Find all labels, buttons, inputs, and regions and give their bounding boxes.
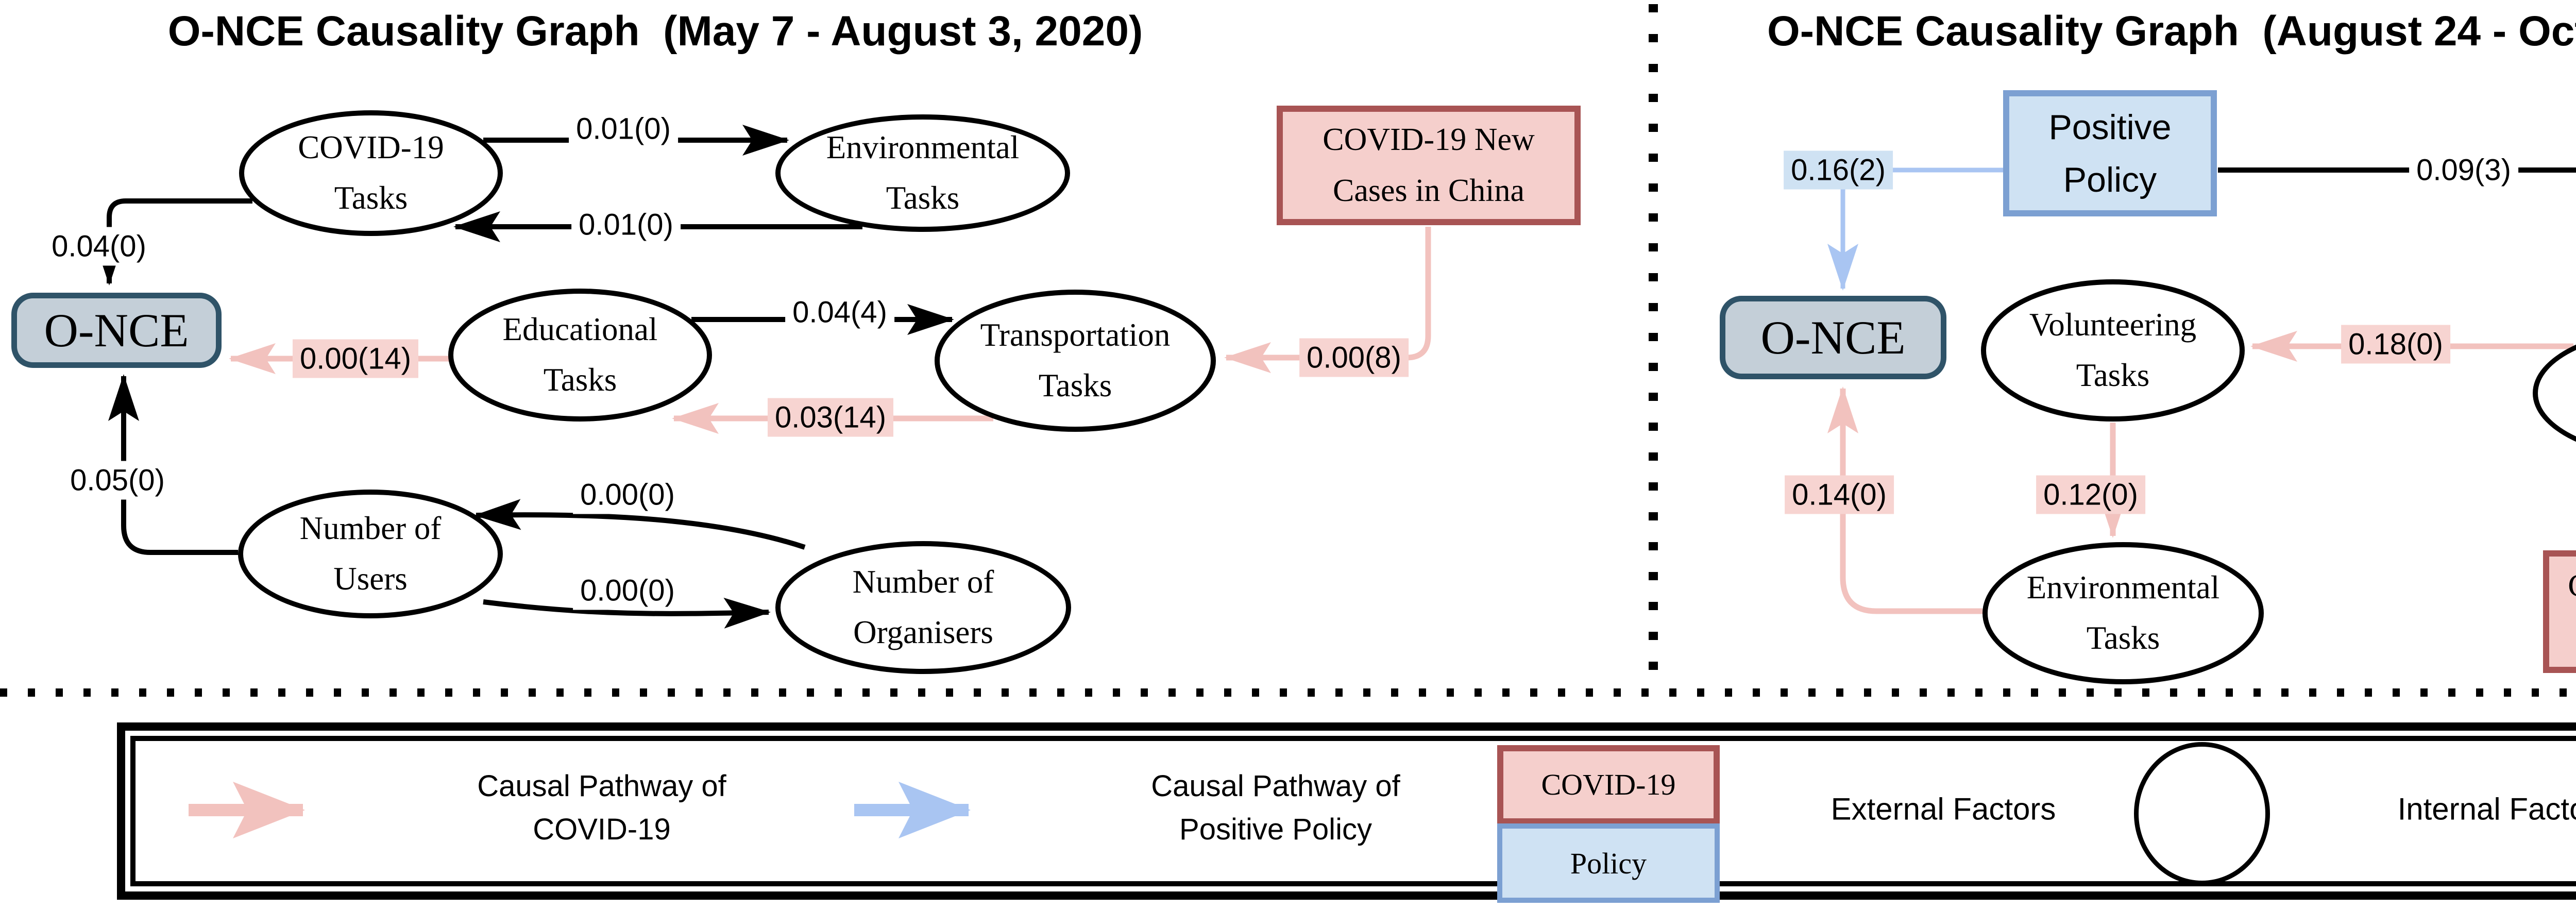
left-graph-title: O-NCE Causality Graph (May 7 - August 3,…: [167, 8, 1143, 55]
edge-organisers-to-users: [474, 499, 806, 550]
node-educational-tasks-line1: Educational: [502, 311, 658, 348]
node-covid-tasks-line1: COVID-19: [298, 129, 444, 166]
horizontal-dotted-divider: [0, 688, 2576, 697]
node-volunteering-tasks-line2: Tasks: [2076, 357, 2150, 393]
legend-covid-pathway-line1: Causal Pathway of: [477, 769, 726, 803]
legend-internal-factors-label: Internal Factors: [2397, 792, 2576, 827]
node-positive-policy: Positive Policy: [2003, 90, 2217, 216]
edge-label-policy-to-users: 0.09(3): [2409, 150, 2518, 190]
node-env-tasks-right-line1: Environmental: [2026, 569, 2220, 606]
legend-covid-box: COVID-19: [1497, 745, 1720, 824]
node-once-right-label: O-NCE: [1760, 311, 1906, 364]
node-new-cases-left-line2: Cases in China: [1333, 173, 1524, 208]
node-educational-tasks-line2: Tasks: [543, 362, 617, 398]
edge-positive-policy-to-users: [2218, 167, 2576, 173]
legend-policy-pathway-line1: Causal Pathway of: [1151, 769, 1400, 803]
node-transportation-tasks: Transportation Tasks: [935, 290, 1216, 432]
edge-label-edu-to-once: 0.00(14): [292, 339, 419, 378]
node-once-left: O-NCE: [11, 293, 222, 368]
node-educational-tasks: Educational Tasks: [448, 289, 712, 422]
edge-label-cases-to-trans: 0.00(8): [1299, 338, 1409, 377]
node-number-of-organisers: Number of Organisers: [775, 541, 1071, 674]
node-volunteering-tasks: Volunteering Tasks: [1981, 279, 2245, 422]
node-positive-policy-line1: Positive: [2048, 107, 2172, 147]
node-organisers-line2: Organisers: [853, 614, 993, 650]
legend-box: [117, 722, 2576, 900]
edge-label-env-to-once: 0.14(0): [1785, 475, 1894, 514]
node-once-left-label: O-NCE: [44, 304, 189, 357]
node-covid-new-cases-left: COVID-19 New Cases in China: [1277, 106, 1581, 225]
edge-label-policy-to-once: 0.16(2): [1784, 150, 1893, 190]
edge-label-organisers-to-users: 0.00(0): [573, 475, 682, 514]
node-environmental-tasks-right: Environmental Tasks: [1982, 542, 2264, 684]
edge-label-users-to-volunteering: 0.18(0): [2341, 325, 2450, 364]
node-env-tasks-left-line1: Environmental: [826, 129, 1020, 166]
node-positive-policy-line2: Policy: [2063, 160, 2157, 199]
legend-covid-pathway-label: Causal Pathway of COVID-19: [477, 765, 726, 851]
node-covid-tasks-line2: Tasks: [334, 180, 408, 216]
node-once-right: O-NCE: [1720, 296, 1946, 379]
legend-policy-pathway-line2: Positive Policy: [1179, 813, 1372, 846]
node-number-of-users-left: Number of Users: [238, 490, 503, 618]
edge-label-users-to-once: 0.05(0): [63, 461, 172, 500]
edge-label-volunteering-to-env: 0.12(0): [2036, 475, 2145, 514]
node-number-of-users-right: Number of Users: [2533, 327, 2576, 460]
node-environmental-tasks-left: Environmental Tasks: [775, 114, 1070, 232]
node-users-left-line1: Number of: [299, 510, 442, 547]
legend-policy-pathway-label: Causal Pathway of Positive Policy: [1151, 765, 1400, 851]
node-new-cases-left-line1: COVID-19 New: [1323, 122, 1535, 157]
legend-internal-factor-ellipse-icon: [2134, 742, 2270, 885]
edge-label-covid-to-env: 0.01(0): [569, 109, 678, 148]
edge-label-trans-to-edu: 0.03(14): [767, 398, 894, 437]
node-transportation-tasks-line1: Transportation: [980, 317, 1171, 354]
edge-label-users-to-organisers: 0.00(0): [573, 571, 682, 610]
node-organisers-line1: Number of: [852, 564, 994, 600]
legend-external-factors-label: External Factors: [1831, 792, 2056, 827]
vertical-dotted-divider: [1649, 4, 1658, 679]
node-covid-tasks: COVID-19 Tasks: [239, 110, 503, 236]
legend-policy-box-label: Policy: [1570, 846, 1647, 880]
legend-covid-pathway-line2: COVID-19: [533, 813, 671, 846]
node-transportation-tasks-line2: Tasks: [1038, 367, 1112, 403]
edge-label-edu-to-trans: 0.04(4): [785, 293, 894, 332]
node-users-left-line2: Users: [333, 561, 408, 597]
legend-covid-box-label: COVID-19: [1541, 767, 1676, 801]
legend-box-inner-border: [130, 736, 2576, 886]
right-graph-title: O-NCE Causality Graph (August 24 - Octob…: [1767, 8, 2576, 55]
legend-policy-box: Policy: [1497, 823, 1720, 903]
edge-label-covid-to-once: 0.04(0): [44, 227, 154, 266]
node-env-tasks-right-line2: Tasks: [2086, 620, 2160, 656]
node-covid-new-cases-right: COVID-19 New Cases in China: [2543, 550, 2576, 673]
node-volunteering-tasks-line1: Volunteering: [2029, 307, 2197, 343]
node-new-cases-right-line1: COVID-19 New: [2568, 561, 2576, 612]
node-env-tasks-left-line2: Tasks: [886, 180, 960, 216]
edge-label-env-to-covid: 0.01(0): [571, 205, 681, 244]
